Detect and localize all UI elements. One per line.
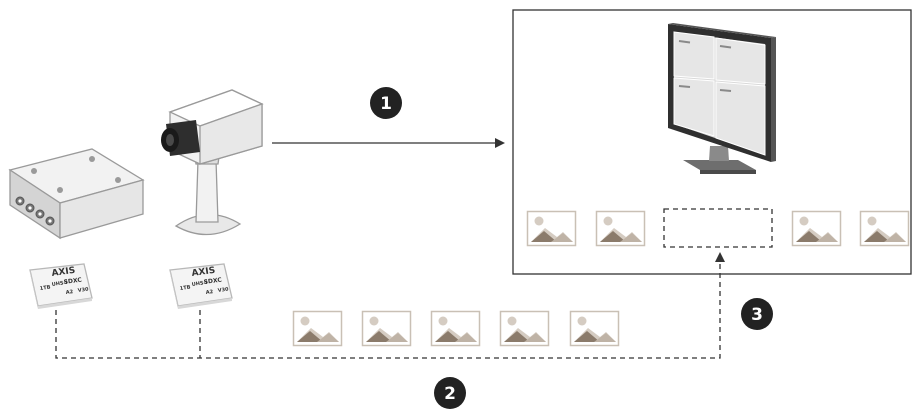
image-placeholder-icon	[430, 310, 481, 347]
image-placeholder-icon	[569, 310, 620, 347]
sd-card-icon: AXIS 1TB UHS-I SDXC A2 V30	[29, 263, 93, 310]
svg-text:3: 3	[751, 305, 763, 325]
svg-text:AXIS: AXIS	[191, 266, 216, 279]
svg-text:UHS-I: UHS-I	[51, 280, 68, 288]
sd-card-icon: AXIS 1TB UHS-I SDXC A2 V30	[169, 263, 233, 310]
svg-text:1: 1	[380, 94, 392, 114]
image-placeholder-icon	[292, 310, 343, 347]
monitor-icon	[668, 23, 776, 174]
arrow-head-icon	[715, 252, 725, 262]
image-placeholder-icon	[526, 210, 577, 247]
svg-text:A2: A2	[205, 289, 214, 296]
svg-text:SDXC: SDXC	[63, 276, 83, 286]
arrow-head-icon	[495, 138, 505, 148]
image-placeholder-icon	[361, 310, 412, 347]
svg-text:SDXC: SDXC	[203, 276, 223, 286]
svg-text:V30: V30	[77, 286, 89, 294]
image-placeholder-icon	[791, 210, 842, 247]
svg-text:1TB: 1TB	[39, 285, 51, 292]
svg-text:1TB: 1TB	[179, 285, 191, 292]
svg-text:V30: V30	[217, 286, 229, 294]
svg-text:A2: A2	[65, 289, 74, 296]
image-placeholder-icon	[859, 210, 910, 247]
camera-icon	[161, 89, 264, 236]
io-module-icon	[8, 148, 145, 240]
transfer-path	[55, 262, 721, 359]
step-badge-1: 1	[370, 87, 402, 119]
svg-text:2: 2	[444, 384, 456, 404]
svg-text:AXIS: AXIS	[51, 266, 76, 279]
missing-recording-placeholder	[663, 208, 773, 248]
image-placeholder-icon	[499, 310, 550, 347]
step-badge-2: 2	[434, 377, 466, 409]
step-badge-3: 3	[741, 298, 773, 330]
image-placeholder-icon	[595, 210, 646, 247]
svg-text:UHS-I: UHS-I	[191, 280, 208, 288]
